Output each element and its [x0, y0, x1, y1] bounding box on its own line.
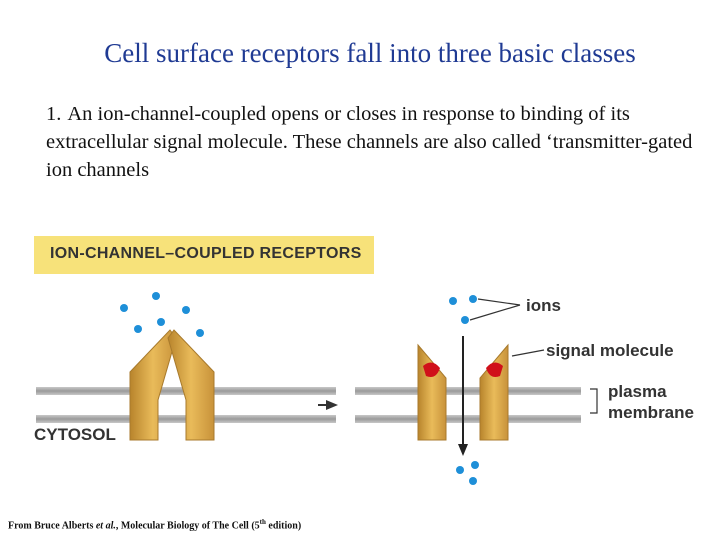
label-leaders [469, 298, 598, 414]
body-text: An ion-channel-coupled opens or closes i… [46, 103, 693, 181]
membrane-label: membrane [608, 403, 694, 422]
signal-molecule-left [423, 362, 440, 377]
ions-label: ions [526, 296, 561, 315]
membrane-upper [355, 387, 581, 395]
ions-flowing [449, 295, 479, 485]
membrane-lower [355, 415, 581, 423]
closed-channel-panel: CYTOSOL [34, 292, 336, 444]
list-number: 1. [46, 103, 62, 125]
cytosol-label: CYTOSOL [34, 425, 116, 444]
caption-sup: th [259, 518, 266, 526]
signal-molecule-label: signal molecule [546, 341, 674, 360]
closed-channel-right-subunit [167, 329, 215, 441]
open-channel-panel: ions signal molecule plasma membrane [355, 295, 694, 485]
closed-channel-left-subunit [129, 329, 177, 441]
receptor-type-banner: ION-CHANNEL–COUPLED RECEPTORS [34, 236, 374, 274]
caption-italic: et al. [95, 520, 116, 532]
open-channel-left-subunit [417, 343, 447, 441]
transition-arrow [318, 400, 338, 410]
ion-flow-arrowhead [458, 444, 468, 456]
plasma-label: plasma [608, 382, 667, 401]
extracellular-ions [120, 292, 204, 337]
slide-title: Cell surface receptors fall into three b… [104, 38, 636, 68]
body-paragraph: 1.An ion-channel-coupled opens or closes… [46, 100, 716, 184]
caption-prefix: From Bruce Alberts [8, 520, 96, 532]
banner-label: ION-CHANNEL–COUPLED RECEPTORS [50, 245, 362, 262]
open-channel-right-subunit [479, 343, 509, 441]
caption-suffix: edition) [265, 520, 302, 532]
signal-molecule-right [486, 362, 503, 377]
source-caption: From Bruce Alberts et al., Molecular Bio… [8, 518, 301, 531]
caption-middle: , Molecular Biology of The Cell (5 [115, 520, 260, 532]
